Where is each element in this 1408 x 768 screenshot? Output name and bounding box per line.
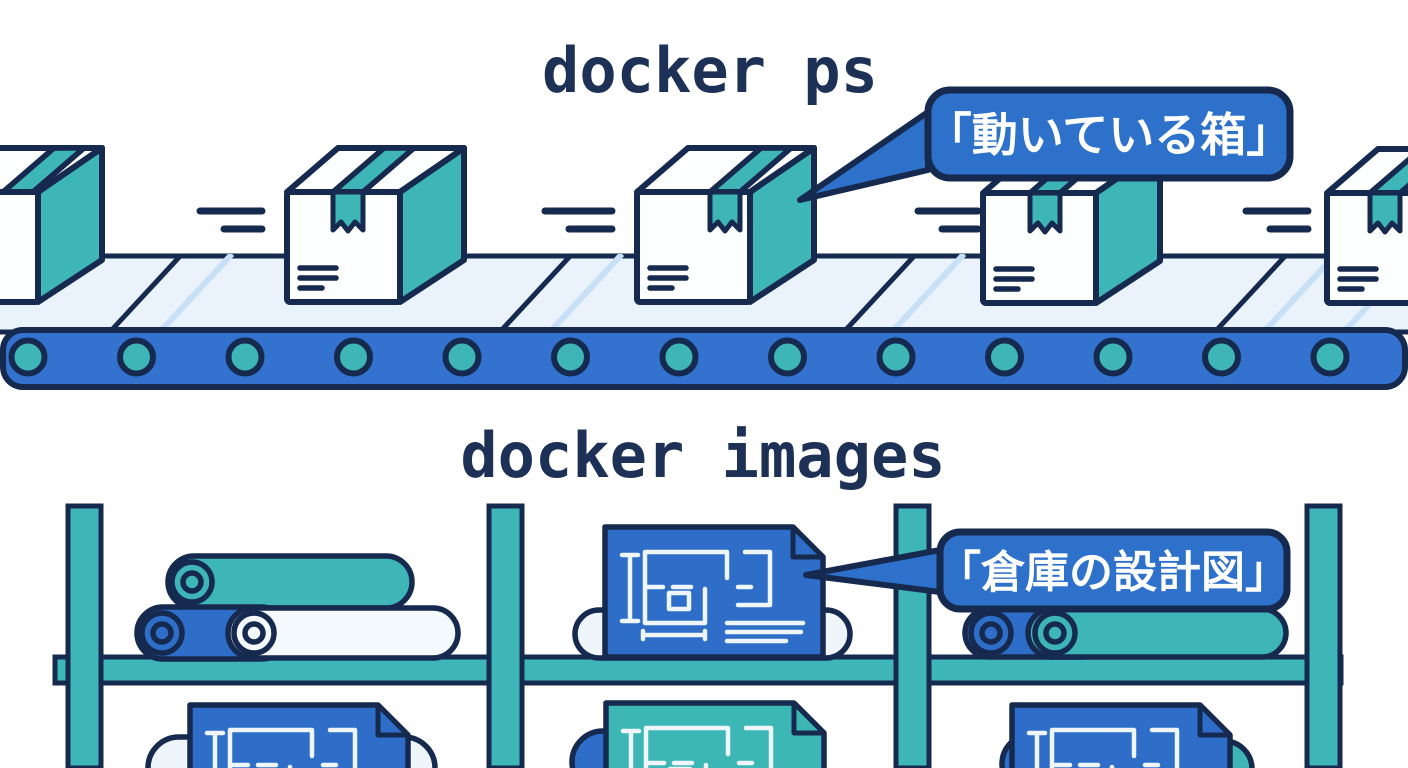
callout-tail: [797, 109, 931, 203]
box-front: [0, 189, 41, 305]
conveyor-hatch-line: [1211, 254, 1289, 332]
box-tape-flap: [707, 189, 743, 234]
belt-roller: [1202, 337, 1241, 377]
shelf-post: [1304, 503, 1343, 768]
conveyor-hatch-line: [496, 254, 574, 332]
callout-bubble: [924, 86, 1294, 182]
belt-roller: [1310, 337, 1350, 377]
conveyor-hatch-accent: [545, 254, 625, 332]
shelf-post: [486, 503, 525, 768]
package-box: [284, 145, 467, 305]
roll-end-hole: [242, 621, 266, 645]
box-label-lines: [647, 265, 689, 291]
box-label-lines: [297, 265, 339, 291]
paper-roll-teal: [165, 553, 415, 611]
roll-end-hole: [1043, 621, 1067, 645]
callout-warehouse-blueprint: 「倉庫の設計図」: [803, 528, 1291, 613]
belt-roller: [876, 337, 916, 377]
belt-roller: [334, 337, 373, 377]
blueprint-icon: [606, 703, 824, 768]
section-title-docker-ps: docker ps: [542, 34, 878, 107]
motion-lines: [196, 207, 1312, 233]
callout-moving-box-label: 「動いている箱」: [926, 108, 1293, 162]
callout-bubble: [936, 528, 1291, 613]
warehouse-shelf: [52, 503, 1344, 768]
box-label-lines: [993, 266, 1035, 292]
belt-roller: [985, 337, 1024, 377]
conveyor-hatch-line: [840, 254, 918, 332]
belt-rollers: [8, 337, 1350, 377]
callout-tail: [803, 547, 943, 595]
belt-roller: [659, 337, 699, 377]
callout-moving-box: 「動いている箱」: [797, 86, 1294, 203]
blueprint-icon: [190, 705, 408, 768]
conveyor-hatch-accent: [155, 254, 235, 332]
blueprint-icon: [605, 527, 823, 657]
roll-end-hole: [150, 621, 174, 645]
section-title-docker-images: docker images: [460, 419, 945, 492]
paper-roll-white: [225, 605, 461, 661]
package-box: [1324, 146, 1408, 306]
blueprint-icon: [1012, 705, 1230, 768]
belt-roller: [551, 337, 590, 377]
docker-images-scene: docker images 「倉庫の設計図」: [52, 419, 1344, 768]
box-tape-flap: [1027, 190, 1063, 235]
speed-lines: [196, 207, 266, 233]
belt-roller: [117, 337, 156, 377]
belt-roller: [225, 337, 265, 377]
callout-warehouse-blueprint-label: 「倉庫の設計図」: [937, 547, 1289, 598]
belt-roller: [8, 337, 48, 377]
belt-roller: [1093, 337, 1133, 377]
shelf-post: [65, 503, 104, 768]
package-box: [634, 145, 817, 305]
conveyor-belt-band: [0, 327, 1408, 390]
roll-end-hole: [180, 570, 204, 594]
conveyor-hatch-accent: [1259, 254, 1339, 332]
conveyor-hatch-accent: [887, 254, 967, 332]
speed-lines: [1242, 207, 1312, 233]
roll-body: [225, 605, 461, 661]
roll-end-hole: [979, 621, 1003, 645]
conveyor-hatch-line: [106, 254, 184, 332]
box-tape-flap: [1367, 190, 1403, 235]
shelf-post: [893, 503, 932, 768]
belt-roller: [768, 337, 807, 377]
speed-lines: [541, 207, 616, 233]
box-label-lines: [1337, 266, 1379, 292]
speed-lines: [914, 207, 982, 233]
paper-roll-teal: [1025, 606, 1289, 660]
shelf-posts: [65, 503, 1343, 768]
box-tape-flap: [330, 189, 366, 234]
package-box: [0, 145, 105, 305]
docker-ps-scene: docker ps 「動いている箱」: [0, 34, 1408, 390]
belt-roller: [442, 337, 482, 377]
